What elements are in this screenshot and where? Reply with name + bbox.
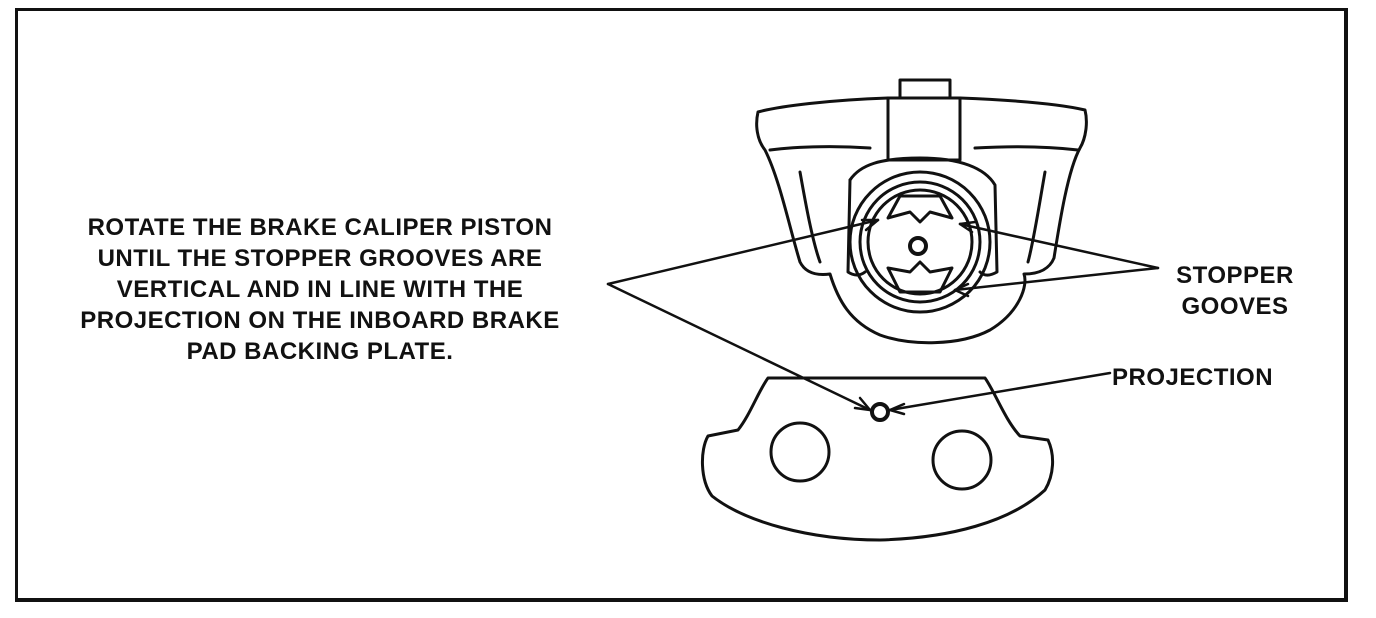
pad-right-hole: [931, 429, 993, 491]
lower-stopper-groove: [886, 260, 954, 294]
projection-label: PROJECTION: [1112, 364, 1274, 391]
instruction-line: PROJECTION ON THE INBOARD BRAKE: [80, 307, 560, 334]
caliper-piston: [848, 170, 992, 314]
stopper-label-line1: STOPPER: [1176, 262, 1294, 289]
pad-left-hole: [769, 421, 831, 483]
instruction-line: VERTICAL AND IN LINE WITH THE: [116, 276, 524, 303]
stopper-label-line2: GOOVES: [1181, 293, 1289, 320]
brake-pad-backing-plate: [700, 376, 1054, 542]
leader-instruction-to-projection: [606, 282, 872, 412]
brake-caliper: [755, 78, 1088, 345]
leader-instruction-to-piston: [606, 218, 880, 286]
instruction-text: ROTATE THE BRAKE CALIPER PISTON UNTIL TH…: [40, 212, 600, 367]
upper-stopper-groove: [886, 194, 954, 224]
figure-border: [15, 8, 1348, 602]
projection-icon: [870, 402, 890, 422]
instruction-line: PAD BACKING PLATE.: [186, 338, 454, 365]
backing-plate-outline: [700, 376, 1054, 542]
piston-outer-ring: [858, 180, 982, 304]
instruction-line: ROTATE THE BRAKE CALIPER PISTON: [87, 214, 553, 241]
stopper-grooves-label: STOPPER GOOVES: [1160, 260, 1310, 322]
leader-stopper-lower: [953, 266, 1160, 292]
leader-projection: [888, 371, 1112, 412]
piston-bore: [848, 170, 992, 314]
bleeder-boss: [898, 78, 952, 100]
piston-face: [866, 188, 974, 296]
leader-stopper-upper: [958, 222, 1160, 270]
leader-lines: [606, 218, 1160, 416]
instruction-line: UNTIL THE STOPPER GROOVES ARE: [97, 245, 543, 272]
piston-center-hole: [908, 236, 928, 256]
caliper-housing: [755, 96, 1088, 345]
